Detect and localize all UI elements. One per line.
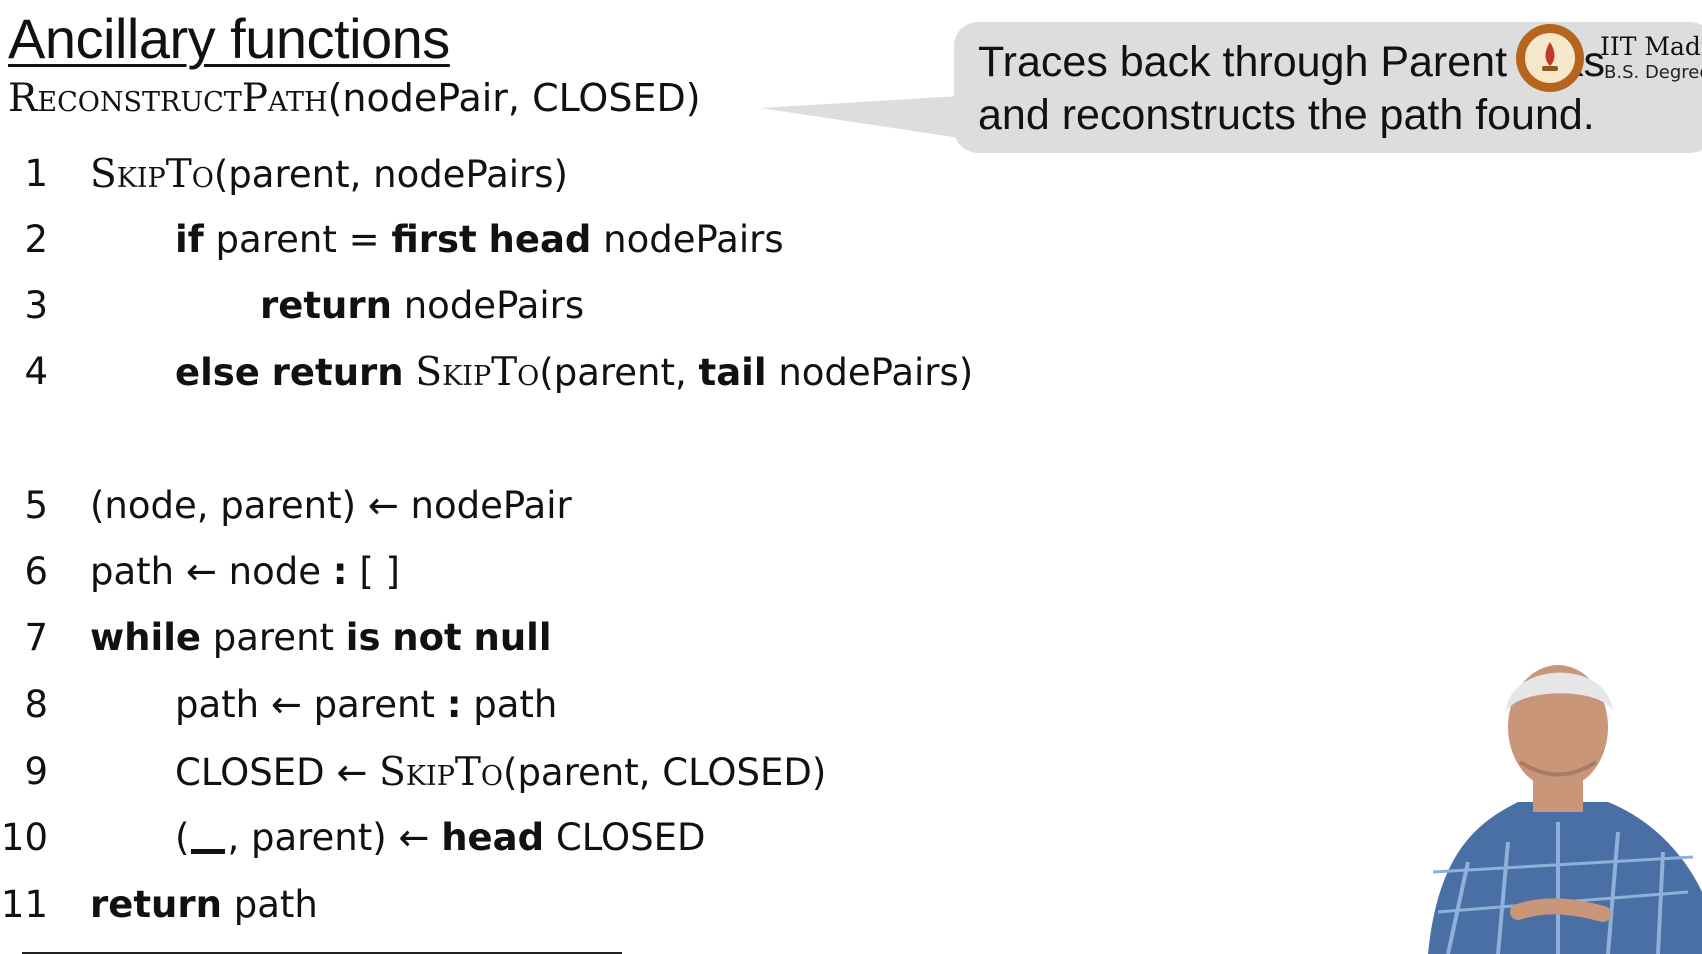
- line-number: 9: [24, 750, 48, 793]
- function-args: (nodePair, CLOSED): [327, 76, 701, 120]
- wildcard-blank: [191, 849, 226, 854]
- line-number: 2: [24, 218, 48, 261]
- line-number: 4: [24, 350, 48, 393]
- return-value: nodePairs: [403, 284, 585, 327]
- callout-text: Traces back through Parent links and rec…: [978, 36, 1605, 142]
- cons-operator: :: [446, 683, 462, 726]
- path-update: path ← parent: [175, 683, 435, 726]
- assignment: (node, parent) ← nodePair: [90, 484, 572, 527]
- kw-if: if: [175, 218, 204, 261]
- fn-skipto: SkipTo: [379, 750, 504, 795]
- skipto-args-a: (parent,: [539, 351, 687, 394]
- kw-return: return: [260, 284, 392, 327]
- path-tail: path: [473, 683, 558, 726]
- path-init: path ← node: [90, 550, 321, 593]
- fn-skipto: SkipTo: [415, 350, 540, 395]
- closed-assign: CLOSED ←: [175, 751, 368, 794]
- line-number: 5: [24, 484, 48, 527]
- closed-ref: CLOSED: [555, 816, 706, 859]
- callout-line-1: Traces back through Parent links: [978, 38, 1605, 86]
- kw-not: not: [392, 616, 462, 659]
- speaker-video-image: [1408, 652, 1702, 954]
- line-number: 11: [0, 883, 48, 926]
- line-number: 10: [0, 816, 48, 859]
- skipto-args-b: nodePairs): [778, 351, 974, 394]
- cond-lhs: parent =: [215, 218, 380, 261]
- kw-null: null: [473, 616, 552, 659]
- line-number: 8: [24, 683, 48, 726]
- institute-name: IIT Madras: [1600, 32, 1702, 61]
- line-number: 6: [24, 550, 48, 593]
- kw-return: return: [271, 351, 404, 394]
- loop-var: parent: [212, 616, 335, 659]
- kw-while: while: [90, 616, 201, 659]
- line-number: 7: [24, 616, 48, 659]
- kw-return: return: [90, 883, 222, 926]
- callout-bubble: Traces back through Parent links and rec…: [954, 22, 1702, 153]
- line-number: 1: [24, 152, 48, 195]
- slide-title: Ancillary functions: [8, 7, 450, 70]
- kw-head: head: [441, 816, 545, 859]
- callout-line-2: and reconstructs the path found.: [978, 91, 1595, 139]
- function-signature: ReconstructPath(nodePair, CLOSED): [8, 76, 701, 121]
- footer-rule: [22, 952, 622, 954]
- kw-first: first: [391, 218, 477, 261]
- callout-pointer: [760, 96, 960, 138]
- line-number: 3: [24, 284, 48, 327]
- kw-head: head: [488, 218, 592, 261]
- function-name: ReconstructPath: [8, 76, 328, 121]
- kw-tail: tail: [698, 351, 767, 394]
- institute-wordmark: IIT Madras B.S. Degree: [1600, 34, 1702, 86]
- cond-rhs: nodePairs: [603, 218, 784, 261]
- tuple-rest: , parent) ←: [227, 816, 430, 859]
- kw-else: else: [175, 351, 260, 394]
- institute-seal-icon: [1516, 24, 1584, 92]
- empty-list: [ ]: [359, 550, 400, 593]
- kw-is: is: [345, 616, 381, 659]
- skipto-args: (parent, CLOSED): [503, 751, 827, 794]
- tuple-open: (: [175, 816, 190, 859]
- institute-program: B.S. Degree: [1604, 62, 1702, 83]
- return-value: path: [233, 883, 318, 926]
- fn-skipto: SkipTo: [90, 152, 214, 197]
- cons-operator: :: [332, 550, 348, 593]
- skipto-args: (parent, nodePairs): [213, 153, 568, 196]
